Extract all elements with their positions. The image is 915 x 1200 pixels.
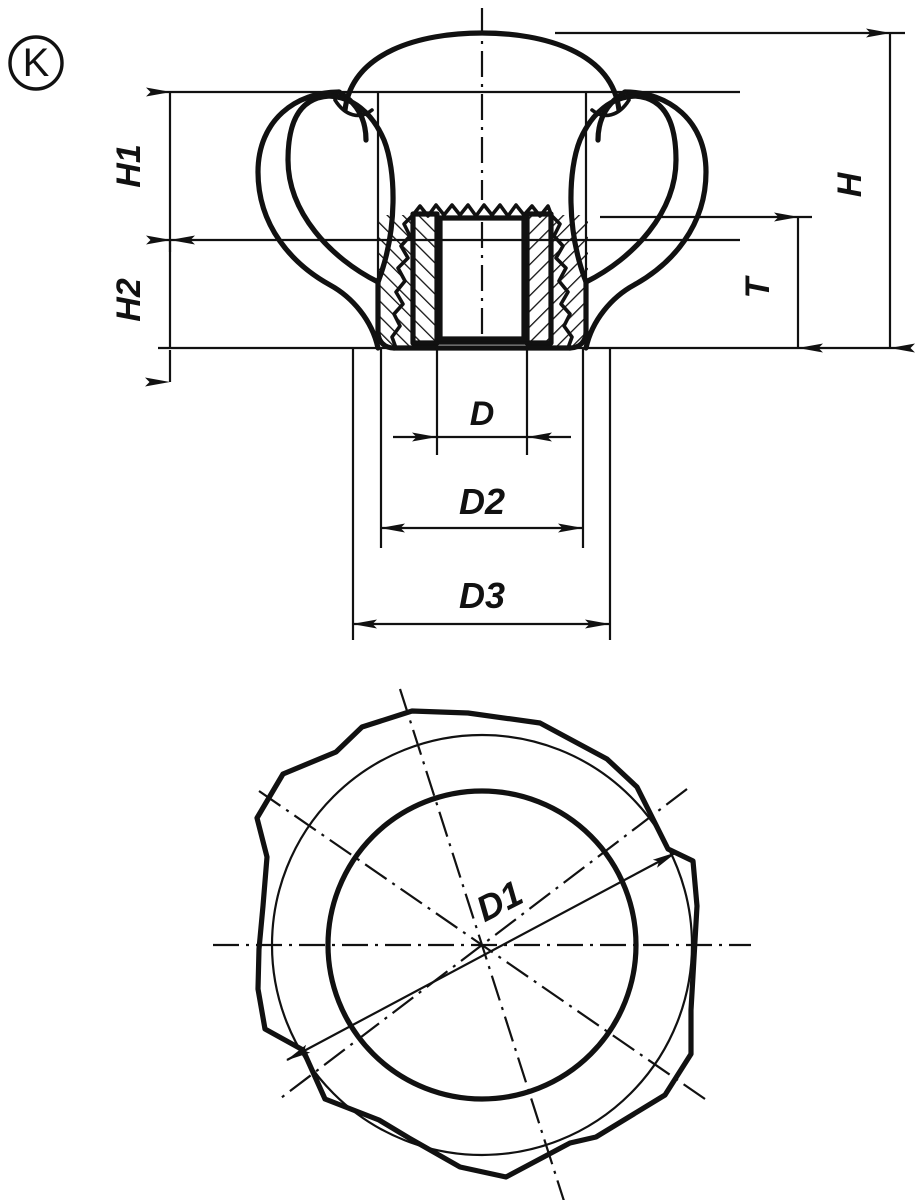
- section-view-geometry: [255, 8, 709, 351]
- dimension-T-label: T: [739, 274, 777, 298]
- hatch-body-right: [552, 215, 588, 348]
- dimension-H2-label: H2: [110, 278, 148, 322]
- dimension-D2-label: D2: [459, 481, 505, 522]
- plan-view-geometry: D1: [213, 688, 751, 1200]
- lobe-right-outer-crown: [595, 89, 628, 143]
- saddle-notch-right: [590, 98, 631, 118]
- plan-outer-lobed-profile: [254, 708, 700, 1180]
- dimension-D1-line: [286, 851, 678, 1061]
- lobe-left-outer-crown: [336, 89, 369, 143]
- dimension-D2: D2: [380, 481, 583, 533]
- logo-letter: K: [23, 41, 50, 85]
- dimension-H1-label: H1: [110, 144, 148, 187]
- dimension-H2: H2: [110, 235, 172, 387]
- dimension-H: H: [831, 28, 915, 353]
- dimension-D3: D3: [352, 575, 610, 629]
- kipp-logo: K: [8, 35, 64, 91]
- dimension-H1: H1: [110, 87, 195, 245]
- dimension-H-label: H: [831, 171, 869, 197]
- thread-bore: [437, 215, 527, 342]
- dimension-D1-label: D1: [470, 872, 530, 929]
- dimension-T: T: [739, 212, 823, 353]
- hatch-insert-left: [413, 214, 437, 343]
- dimension-D3-label: D3: [459, 575, 505, 616]
- saddle-notch-left: [333, 98, 374, 118]
- lobe-right-front-right-side: [583, 93, 679, 285]
- hatch-body-left: [378, 215, 412, 348]
- dimension-D-label: D: [470, 395, 495, 433]
- break-line-top: [411, 203, 553, 218]
- diameter-extension-lines: [351, 348, 612, 640]
- logo-circle-icon: [8, 35, 64, 91]
- hatch-insert-right: [527, 214, 551, 343]
- lobe-left-front-left-side: [285, 93, 381, 285]
- lobe-left-outer: [255, 89, 381, 351]
- lobe-right-outer: [583, 89, 709, 351]
- dimension-D: D: [393, 395, 571, 442]
